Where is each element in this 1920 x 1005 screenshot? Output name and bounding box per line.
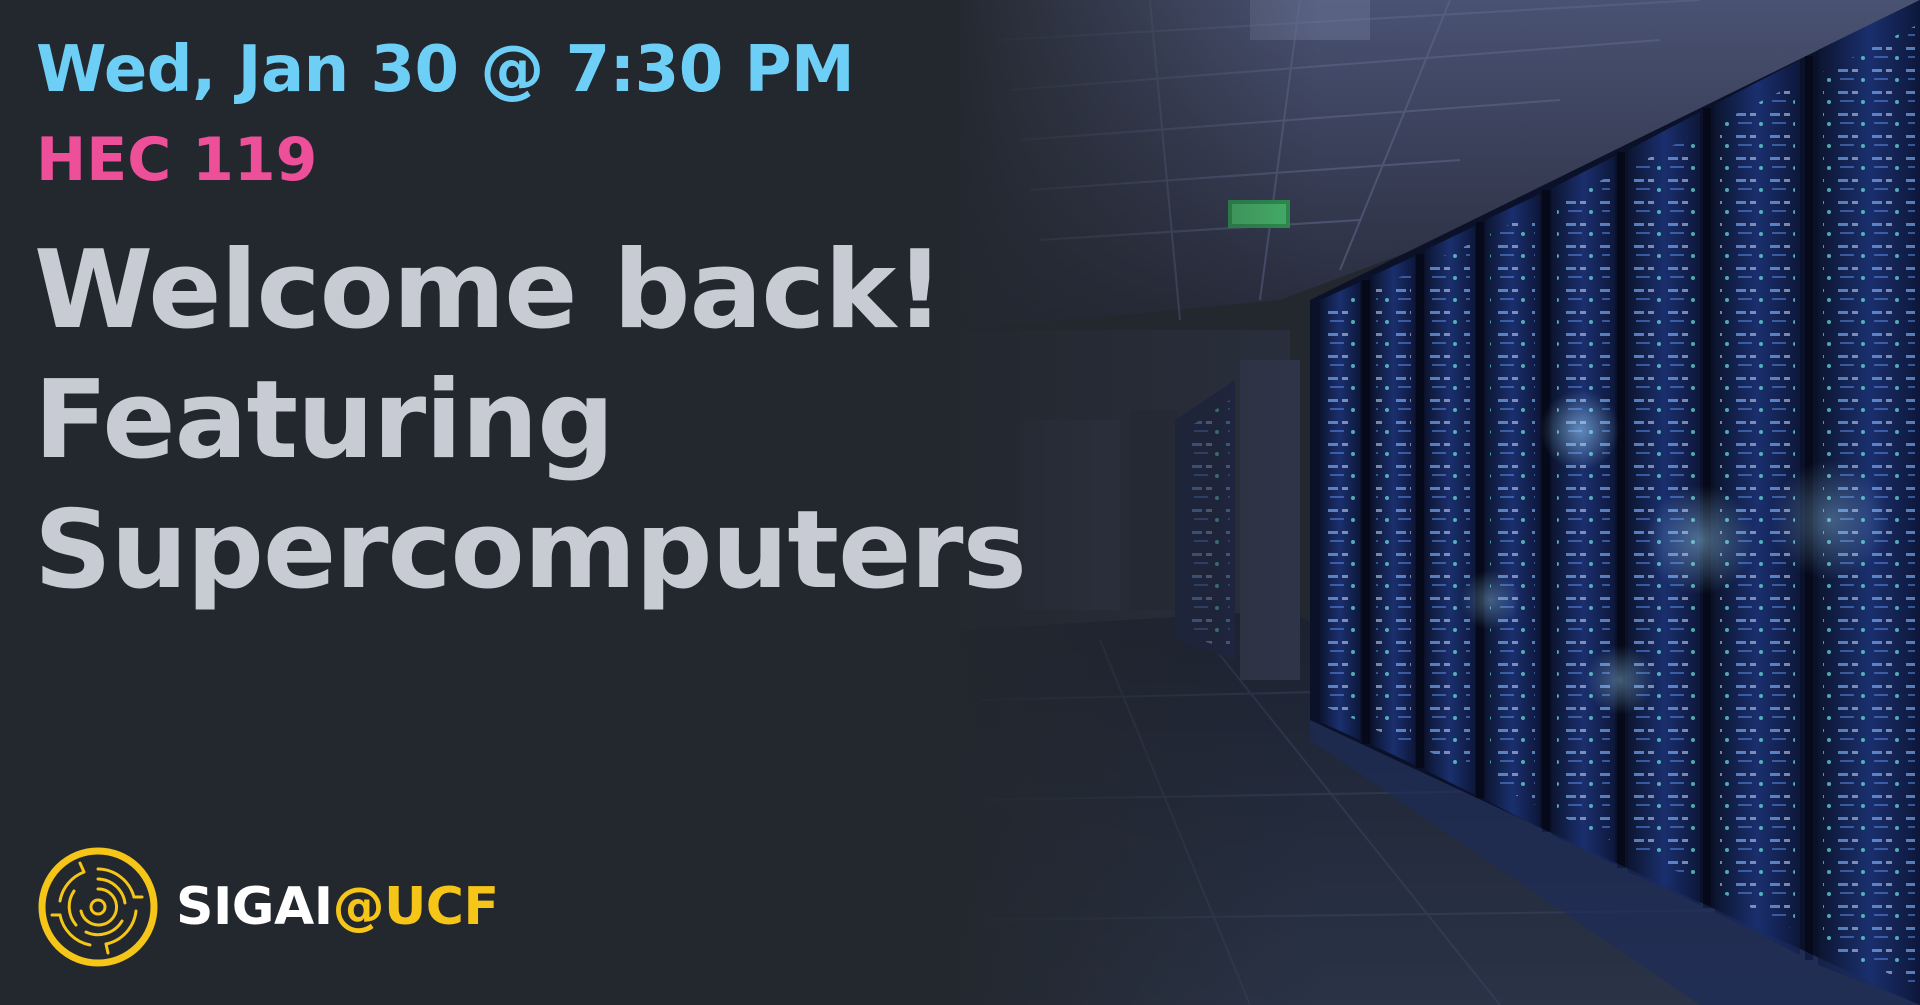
headline-line-featuring: Featuring: [34, 358, 615, 483]
event-datetime: Wed, Jan 30 @ 7:30 PM: [36, 33, 855, 107]
logo-ucf-text: @UCF: [332, 877, 499, 937]
headline-line-topic: Supercomputers: [34, 488, 1027, 613]
headline-line-welcome: Welcome back!: [34, 228, 944, 353]
logo-wordmark: SIGAI@UCF: [176, 877, 499, 937]
sigai-ucf-logo: SIGAI@UCF: [36, 845, 499, 969]
event-location: HEC 119: [36, 125, 318, 195]
circuit-ring-icon: [38, 847, 158, 967]
logo-sigai-text: SIGAI: [176, 877, 333, 937]
event-headline: Welcome back! Featuring Supercomputers: [34, 226, 1027, 616]
